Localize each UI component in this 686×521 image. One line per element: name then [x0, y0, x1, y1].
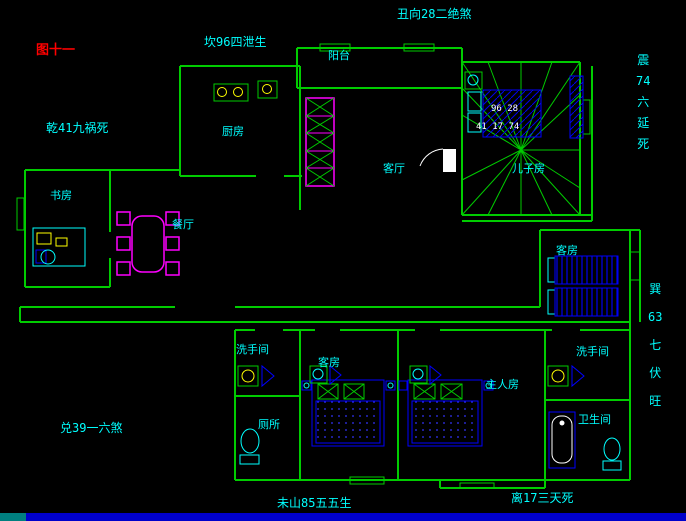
washbasin-left [237, 364, 275, 388]
fengshui-top-label: 丑向28二绝煞 [397, 7, 472, 21]
master-bed [398, 379, 494, 447]
room-label-bathroom: 卫生间 [578, 413, 611, 426]
room-label-washroom-right: 洗手间 [576, 345, 609, 358]
room-label-study: 书房 [50, 189, 72, 202]
room-label-washroom-left: 洗手间 [236, 343, 269, 356]
bathroom-toilet [602, 437, 622, 471]
compass-numbers-row1: 96 28 [491, 104, 519, 114]
fengshui-right-upper-label: 震 74 六 延 死 [636, 53, 651, 151]
kitchen-stove [213, 83, 249, 102]
room-label-balcony: 阳台 [328, 49, 350, 62]
entry-door [419, 148, 456, 172]
study-desk [32, 227, 86, 267]
fengshui-bottomright-label: 离17三天死 [511, 491, 574, 505]
room-label-dining: 餐厅 [172, 218, 194, 231]
guest-bottom-bed [301, 379, 396, 447]
fengshui-bottomleft-label: 兑39一六煞 [60, 421, 123, 435]
toilet-fixture [239, 428, 260, 465]
bathtub [548, 411, 576, 469]
guest-right-beds [547, 255, 619, 317]
wardrobe [569, 75, 584, 139]
master-door-symbol [409, 364, 442, 386]
fengshui-left-label: 乾41九祸死 [46, 121, 109, 135]
kitchen-sink [257, 80, 278, 99]
room-label-living: 客厅 [383, 162, 405, 175]
compass-numbers-row2: 41 17 74 [476, 122, 520, 132]
figure-label: 图十一 [36, 43, 76, 58]
room-label-guest-right: 客房 [556, 244, 578, 257]
room-label-toilet: 厕所 [258, 418, 280, 431]
room-label-kitchen: 厨房 [222, 125, 244, 138]
fengshui-right-lower-label: 巽 63 七 伏 旺 [648, 282, 663, 408]
fengshui-bottomcenter-label: 未山85五五生 [277, 496, 352, 510]
washbasin-right [547, 364, 585, 388]
sons-bed [467, 89, 542, 138]
sofa [305, 97, 335, 187]
sons-room-door-symbol [464, 71, 483, 90]
room-label-master: 主人房 [486, 378, 519, 391]
taskbar[interactable] [0, 513, 686, 521]
taskbar-corner [0, 513, 26, 521]
compass-fan [461, 61, 581, 216]
room-label-guest-bottom: 客房 [318, 356, 340, 369]
dining-set [116, 211, 180, 276]
windows [16, 43, 641, 489]
guest-bottom-door-symbol [309, 364, 342, 386]
room-label-sons-room: 儿子房 [512, 162, 545, 175]
fengshui-topleft-label: 坎96四泄生 [204, 35, 267, 49]
